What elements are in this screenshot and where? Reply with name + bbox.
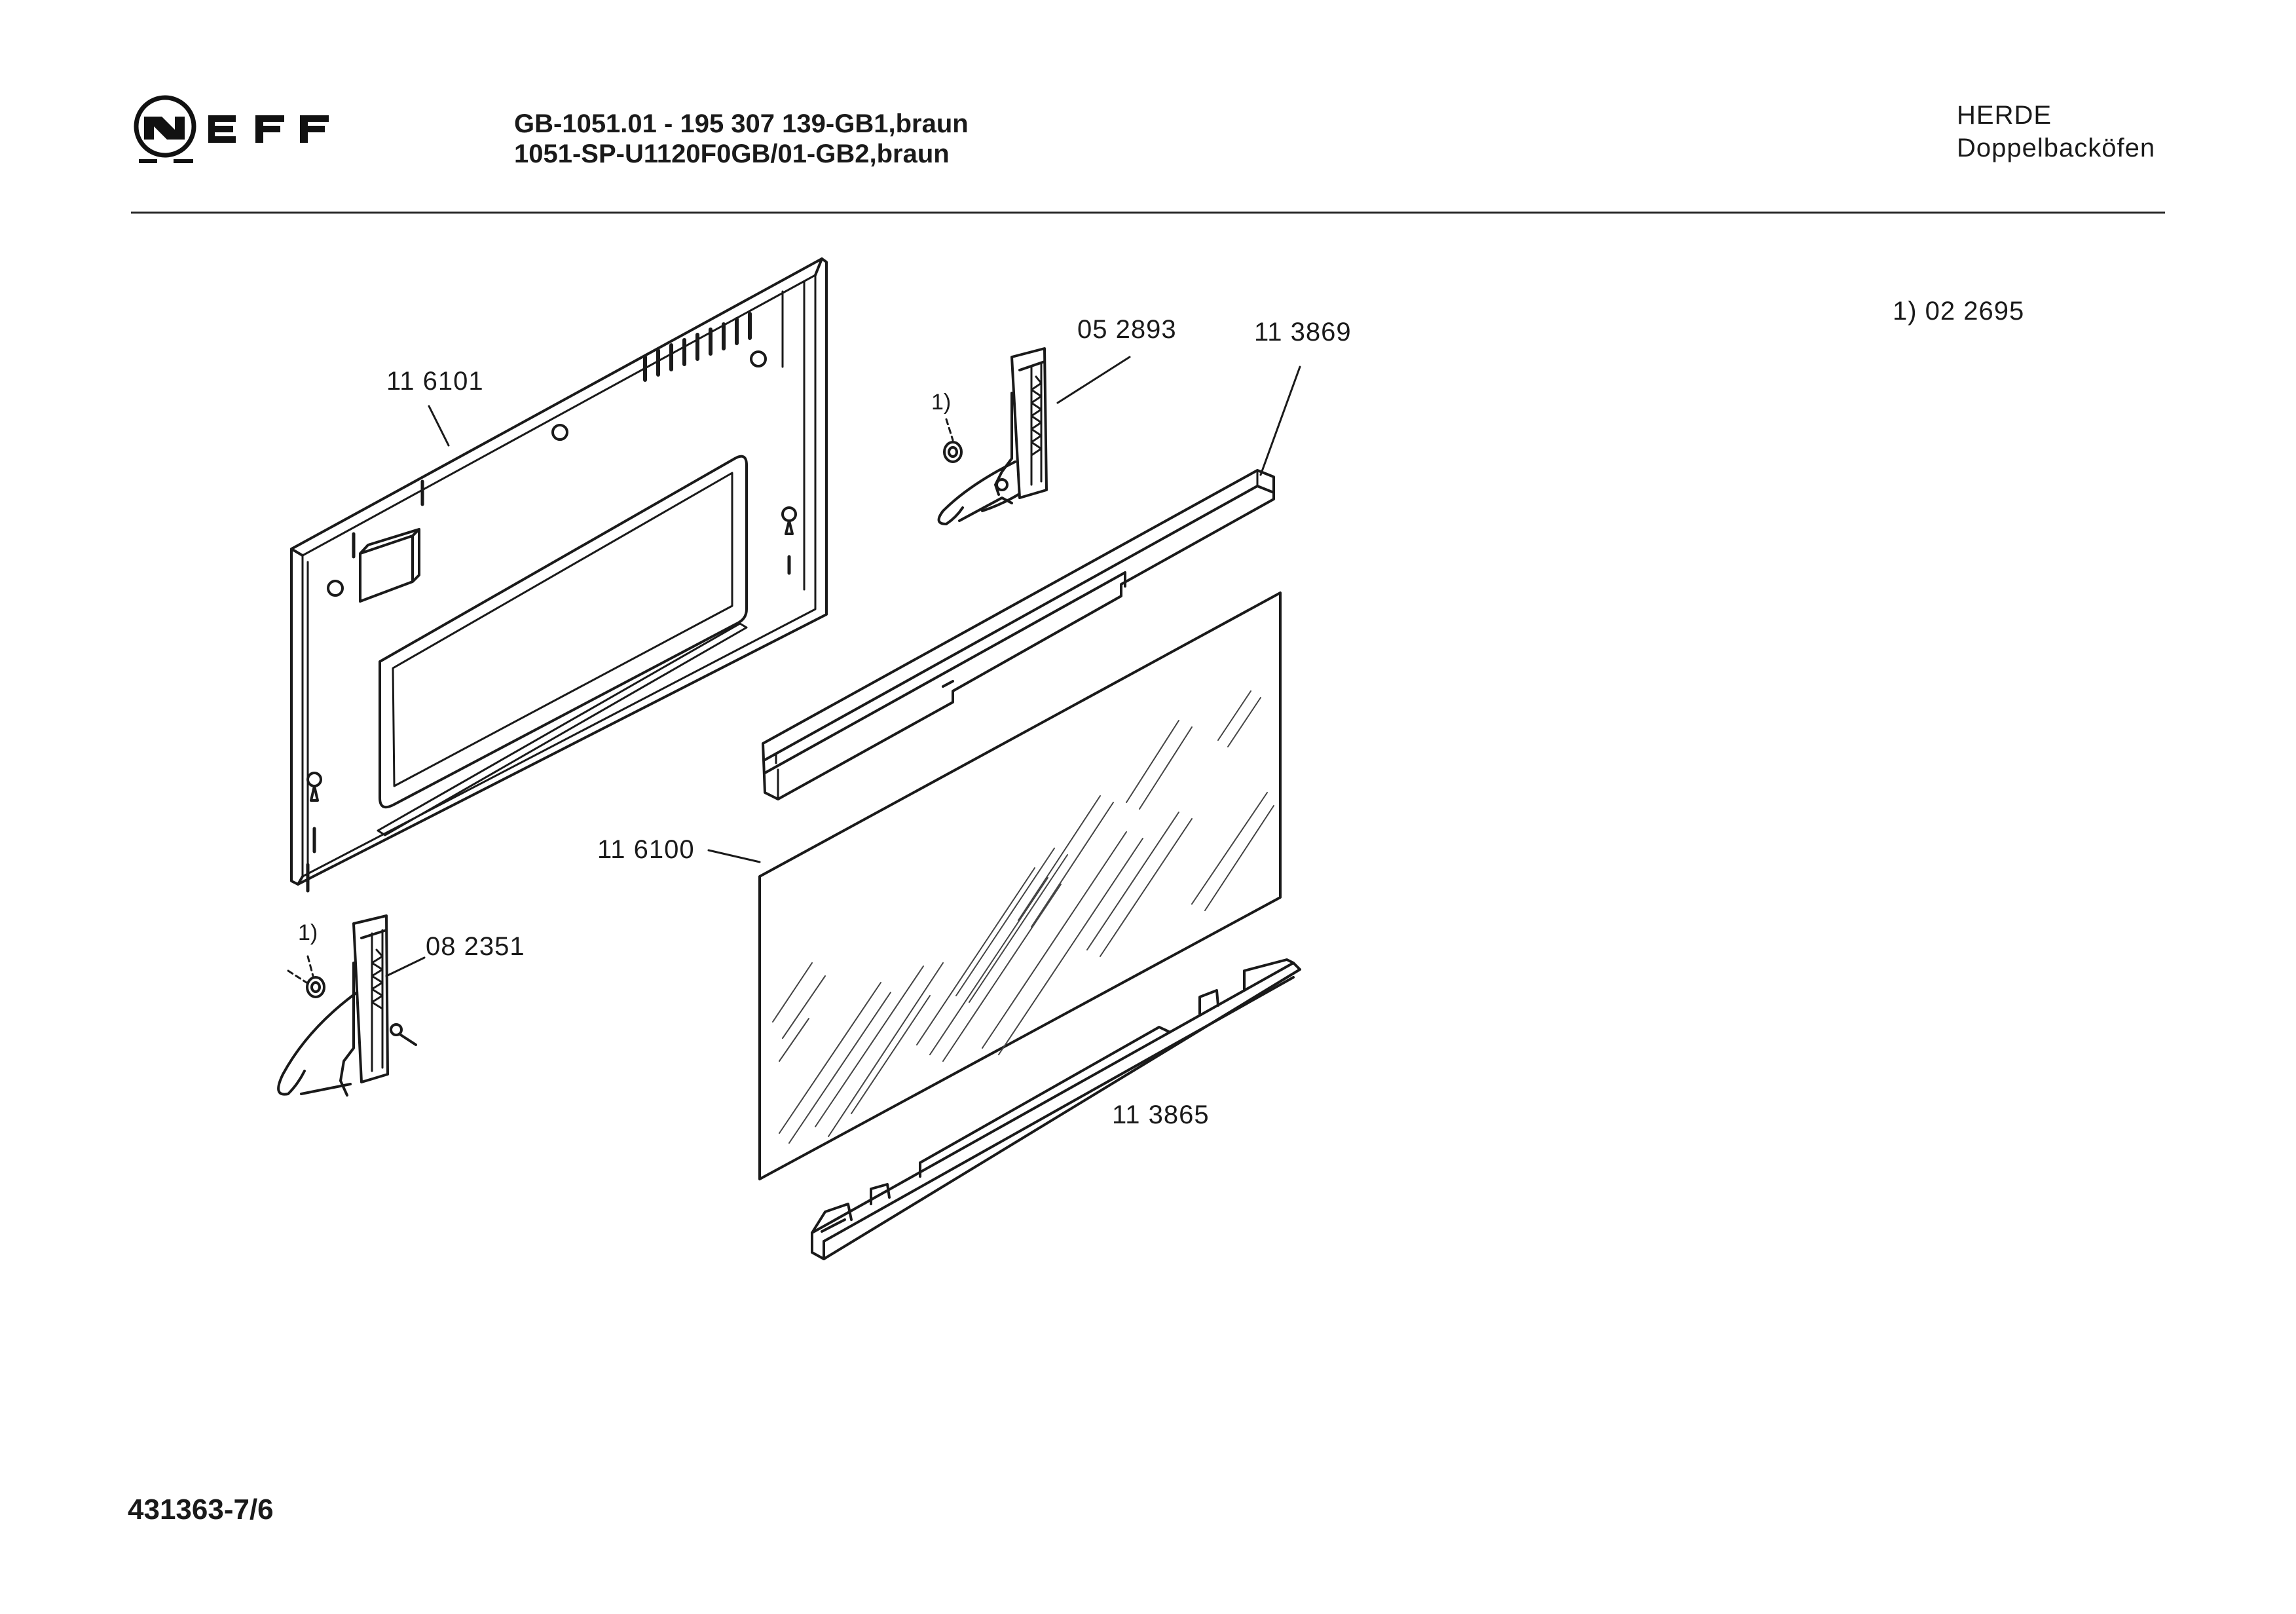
- title-line-1: GB-1051.01 - 195 307 139-GB1,braun: [514, 109, 969, 138]
- leader-ref-upper: [945, 418, 954, 441]
- neff-emblem-icon: [134, 95, 196, 163]
- upper-washer: [943, 441, 963, 463]
- leader-116100: [707, 849, 761, 863]
- leader-082351: [385, 956, 426, 977]
- neff-wordmark: [208, 115, 329, 143]
- title-line-2: 1051-SP-U1120F0GB/01-GB2,braun: [514, 140, 950, 168]
- document-number: 431363-7/6: [128, 1493, 274, 1526]
- label-113869: 11 3869: [1254, 318, 1352, 347]
- label-113865: 11 3865: [1112, 1100, 1210, 1129]
- leader-116101: [428, 405, 450, 447]
- label-116100: 11 6100: [597, 835, 695, 864]
- door-inner-panel: [290, 257, 828, 893]
- category-label: HERDE: [1957, 101, 2052, 130]
- header-divider: [131, 212, 2165, 214]
- glass-pane: [758, 591, 1282, 1180]
- neff-logo: [134, 95, 329, 163]
- leader-ref-lower: [306, 955, 314, 977]
- label-ref-lower: 1): [298, 920, 318, 945]
- label-052893: 05 2893: [1077, 315, 1177, 344]
- leader-052893: [1056, 356, 1131, 404]
- upper-hinge: [937, 347, 1048, 525]
- label-082351: 08 2351: [426, 932, 525, 961]
- label-ref-upper: 1): [931, 390, 951, 415]
- leader-lines: [287, 356, 1301, 984]
- label-116101: 11 6101: [386, 367, 484, 396]
- leader-113869: [1259, 366, 1301, 476]
- lower-hinge: [277, 914, 417, 1097]
- lower-trim: [811, 958, 1301, 1260]
- part-labels: 11 6101 05 2893 11 3869 1) 11 6100 08 23…: [298, 315, 1352, 1129]
- lower-washer: [306, 976, 325, 998]
- upper-trim: [762, 469, 1275, 800]
- leader-lower-left: [287, 969, 308, 984]
- subcategory-label: Doppelbacköfen: [1957, 134, 2156, 162]
- footnote-reference: 1) 02 2695: [1893, 297, 2025, 326]
